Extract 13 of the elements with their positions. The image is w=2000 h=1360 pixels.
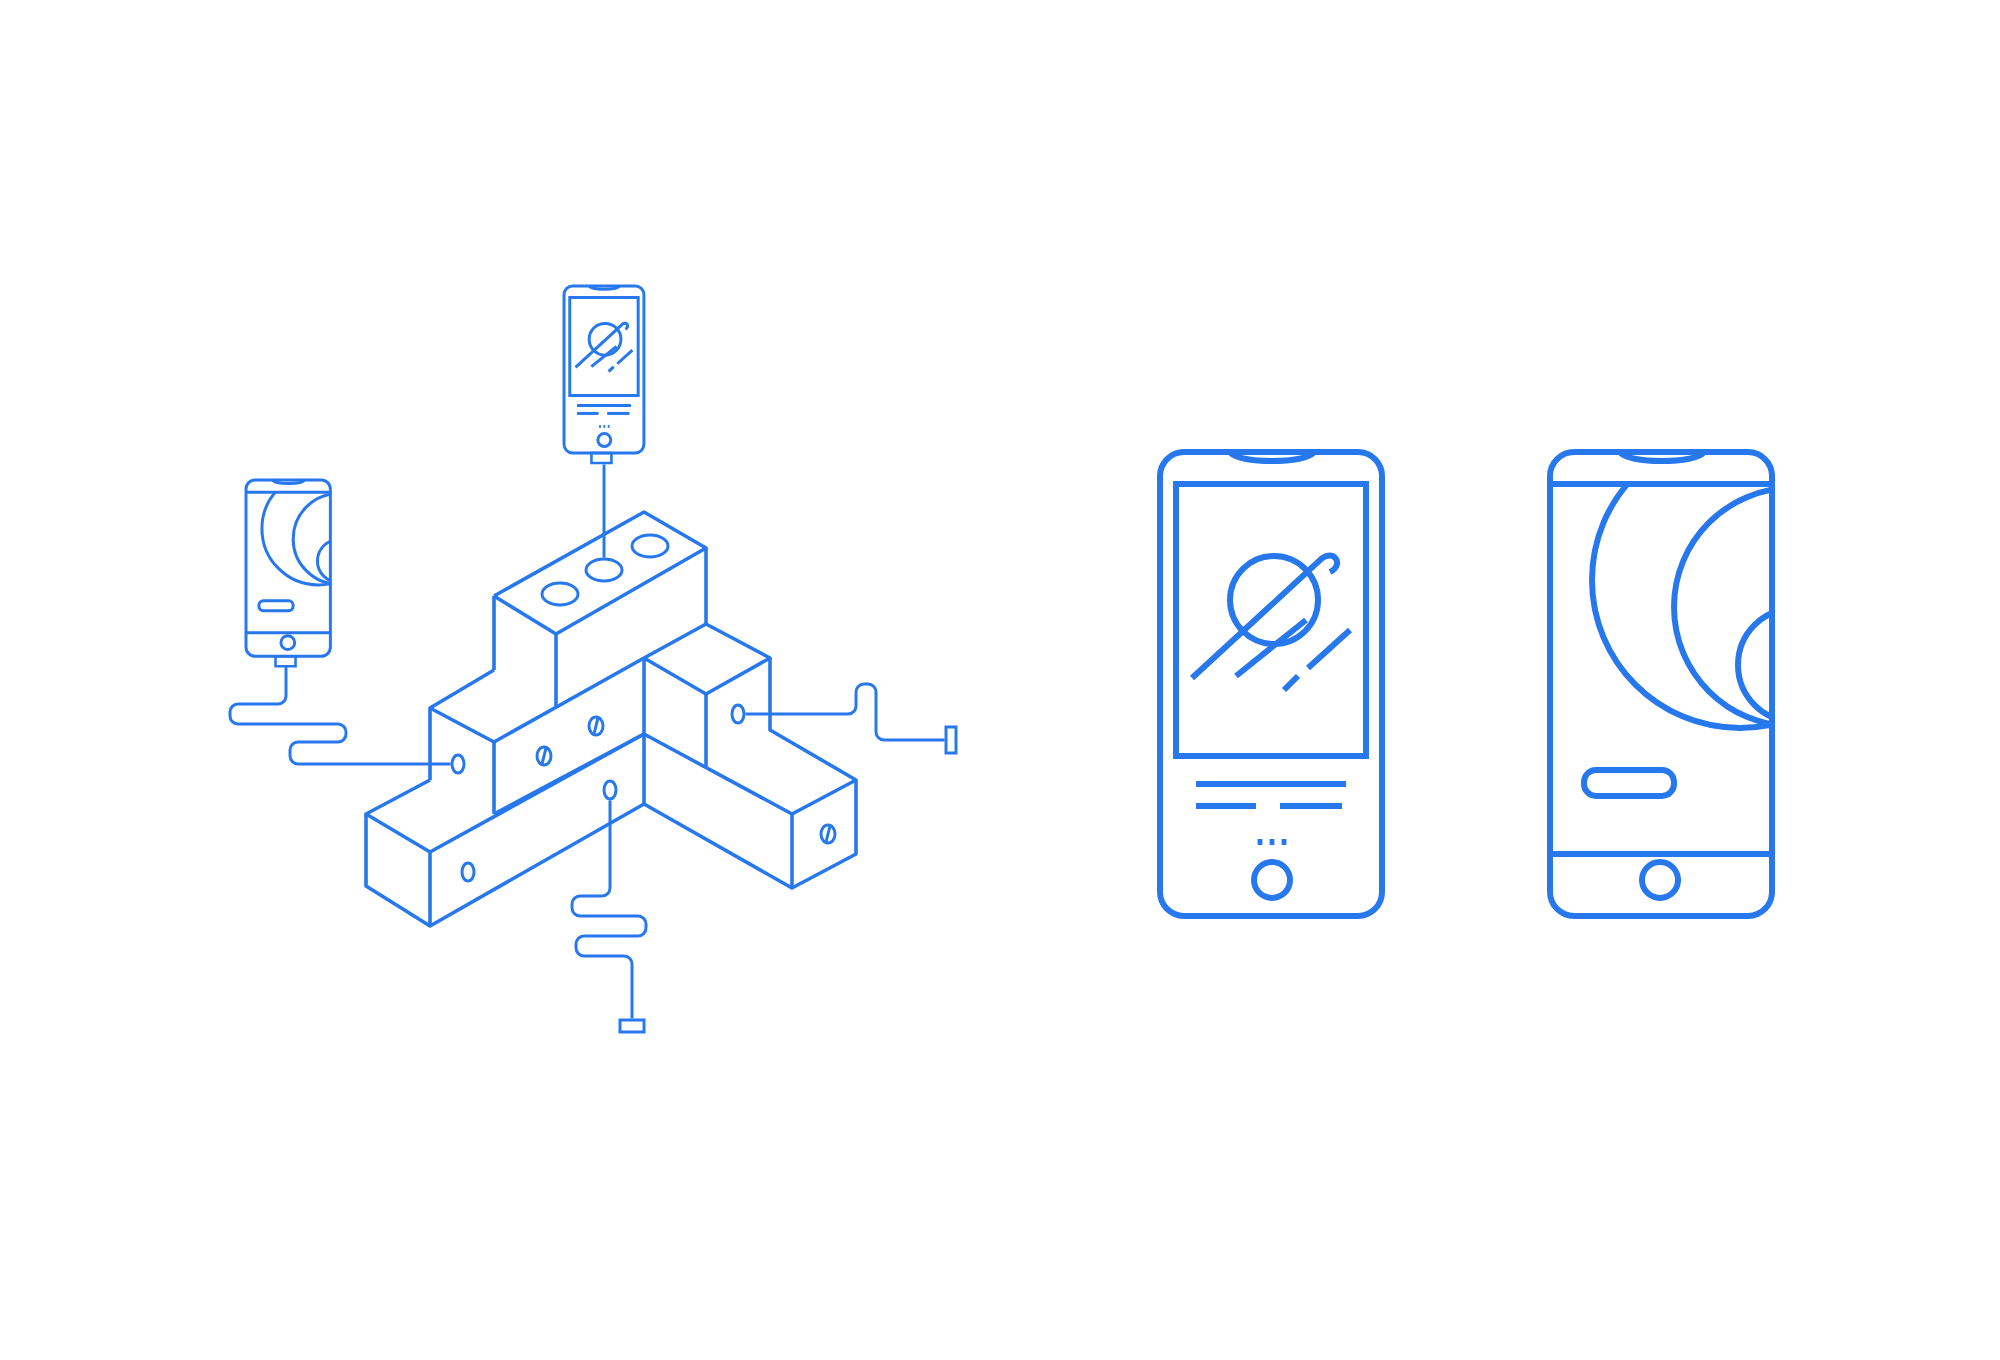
cable: [570, 800, 648, 1019]
port-hole: [730, 703, 746, 725]
phone-drawing: [562, 284, 646, 465]
port-hole: [602, 779, 618, 801]
cable-plug: [944, 725, 958, 755]
phone-drawing: [1157, 449, 1385, 919]
cable-plug: [618, 1018, 646, 1034]
cable: [228, 666, 451, 766]
port-hole: [584, 557, 624, 583]
phone-drawing: [1547, 449, 1775, 919]
cable: [745, 682, 945, 742]
phone-drawing: [244, 478, 332, 668]
port-hole: [450, 753, 466, 775]
